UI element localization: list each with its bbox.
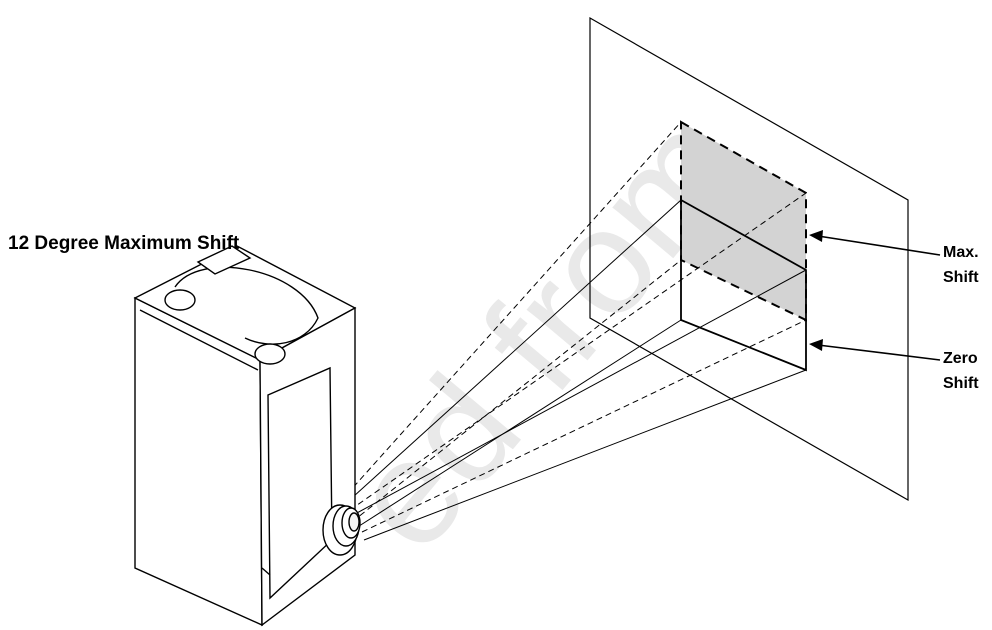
zero-shift-label-line1: Zero [943, 350, 978, 367]
max-shift-label-line1: Max. [943, 244, 979, 261]
diagram-title: 12 Degree Maximum Shift [8, 233, 240, 254]
max-shift-image-fill [681, 122, 806, 320]
zero-shift-rays [342, 199, 807, 541]
max-shift-label-line2: Shift [943, 269, 979, 286]
zero-shift-label-line2: Shift [943, 375, 979, 392]
max-shift-callout: Max. Shift [809, 230, 979, 286]
projector-icon [133, 245, 361, 627]
max-shift-rays [339, 121, 807, 533]
screen-plane [589, 16, 909, 502]
zero-shift-callout: Zero Shift [809, 339, 979, 392]
